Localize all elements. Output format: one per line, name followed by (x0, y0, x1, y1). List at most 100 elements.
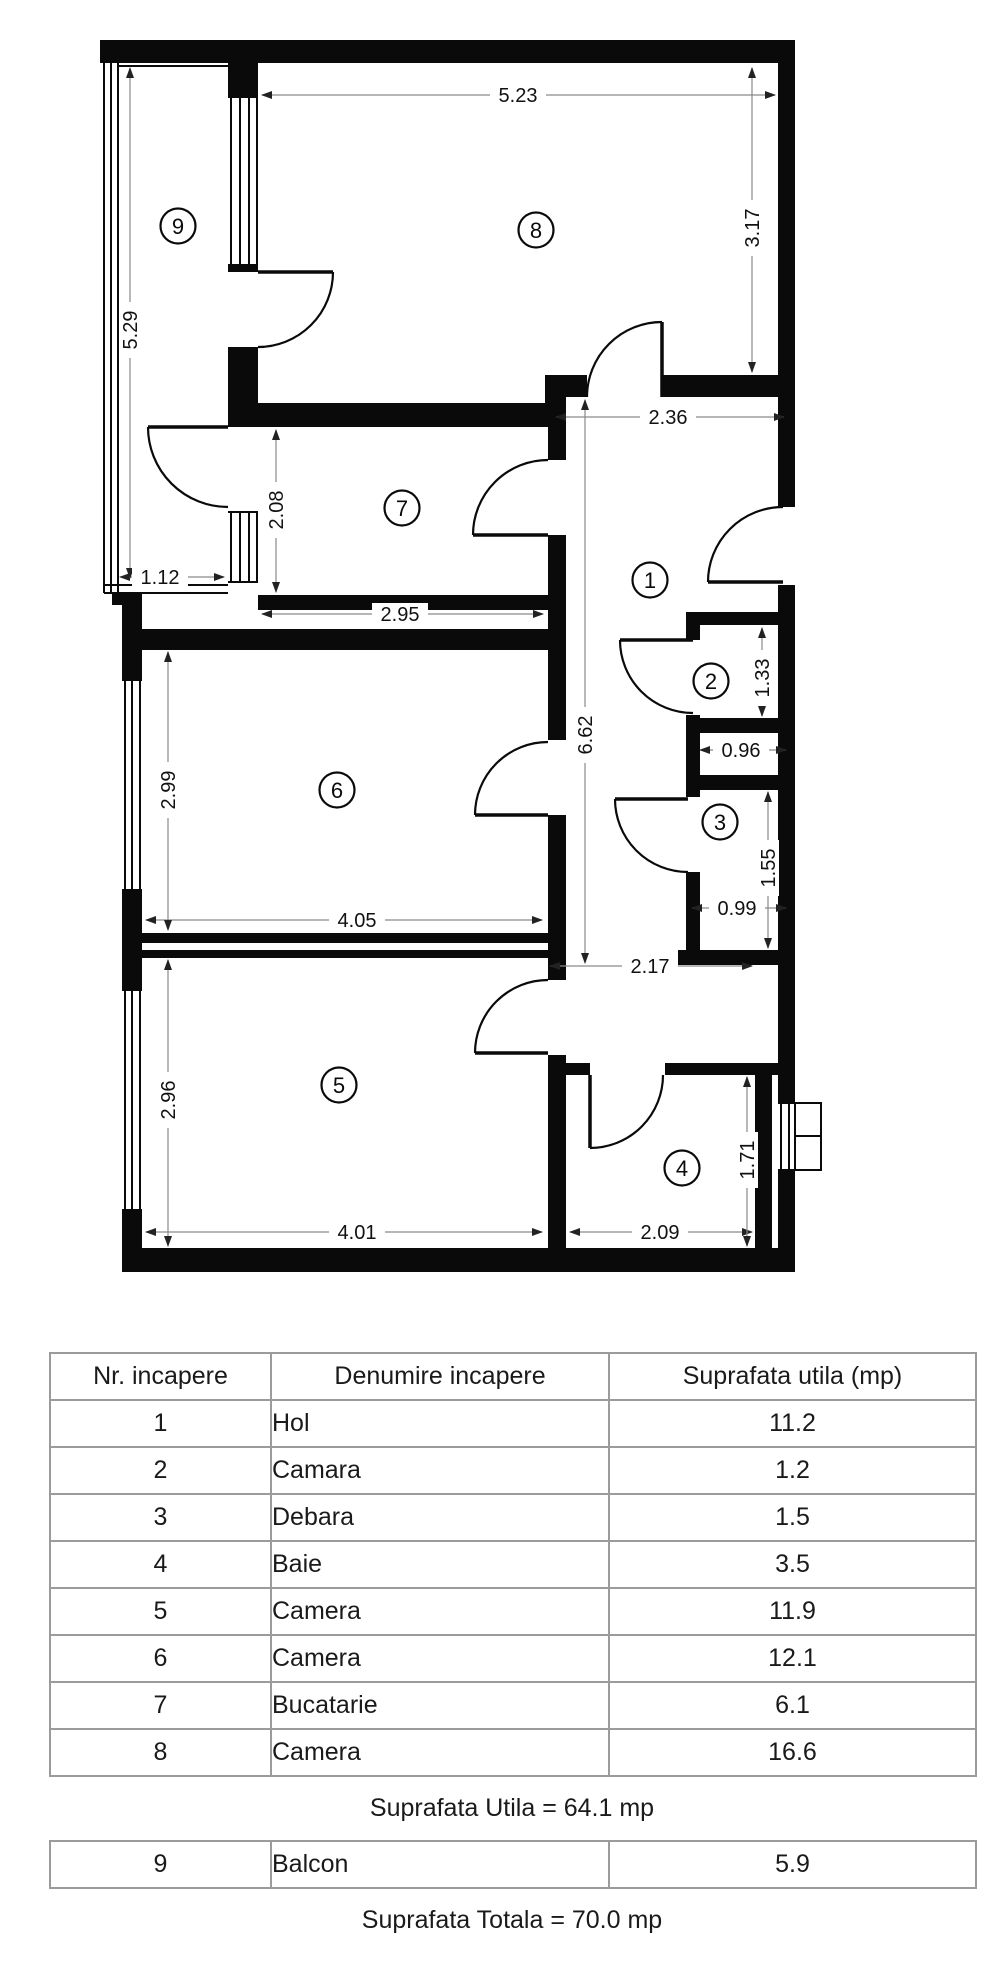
room-label-4: 4 (663, 1149, 701, 1187)
balcony-room7-window (228, 511, 258, 583)
svg-text:8: 8 (530, 218, 542, 243)
dim-room7-height: 2.08 (266, 491, 288, 530)
dim-room4-width: 2.09 (641, 1222, 680, 1244)
dim-room3-width: 0.99 (718, 898, 757, 920)
table-row: 6 Camera 12.1 (49, 1634, 977, 1683)
dim-room2-width: 0.96 (722, 740, 761, 762)
table-row: 5 Camera 11.9 (49, 1587, 977, 1636)
table-row: 4 Baie 3.5 (49, 1540, 977, 1589)
room-name: Balcon (270, 1840, 610, 1889)
door-hall-room4 (588, 1074, 665, 1150)
door-hall-room2 (618, 638, 694, 715)
dim-room3-height: 1.55 (758, 849, 780, 888)
room6-window (122, 679, 142, 891)
room-name: Camera (270, 1728, 610, 1777)
room-label-8: 8 (517, 211, 555, 249)
door-room7-balcony (146, 425, 229, 509)
table-row: 7 Bucatarie 6.1 (49, 1681, 977, 1730)
room-name: Baie (270, 1540, 610, 1589)
room-area: 1.5 (608, 1493, 977, 1542)
subtotal-label: Suprafata Utila = 64.1 mp (369, 1794, 655, 1822)
dim-room6-height: 2.99 (158, 771, 180, 810)
header-suprafata-utila: Suprafata utila (mp) (608, 1352, 977, 1401)
svg-text:7: 7 (396, 496, 408, 521)
dim-room8-height: 3.17 (742, 209, 764, 248)
room-nr: 5 (49, 1587, 272, 1636)
header-nr-incapere: Nr. incapere (49, 1352, 272, 1401)
areas-table-header-row: Nr. incapere Denumire incapere Suprafata… (49, 1352, 977, 1401)
area-tables-section: Nr. incapere Denumire incapere Suprafata… (49, 1352, 977, 1952)
door-hall-room7 (471, 458, 549, 537)
dim-hall-height: 6.62 (575, 716, 597, 755)
room-area: 3.5 (608, 1540, 977, 1589)
door-entrance (706, 505, 784, 584)
room-area: 11.2 (608, 1399, 977, 1448)
door-hall-room3 (613, 797, 689, 874)
svg-text:3: 3 (714, 810, 726, 835)
room-area: 11.9 (608, 1587, 977, 1636)
room-area: 1.2 (608, 1446, 977, 1495)
table-row: 8 Camera 16.6 (49, 1728, 977, 1777)
balcony-railing-window (103, 43, 228, 594)
room-nr: 2 (49, 1446, 272, 1495)
balcony-table: 9 Balcon 5.9 (49, 1840, 977, 1889)
dim-balcony-height: 5.29 (120, 311, 142, 350)
areas-table: Nr. incapere Denumire incapere Suprafata… (49, 1352, 977, 1777)
table-row: 3 Debara 1.5 (49, 1493, 977, 1542)
room-label-1: 1 (631, 561, 669, 599)
room5-window (122, 989, 142, 1211)
room4-window (778, 1102, 822, 1171)
room-name: Camera (270, 1587, 610, 1636)
room-name: Camara (270, 1446, 610, 1495)
dim-room5-width: 4.01 (338, 1222, 377, 1244)
table-row: 1 Hol 11.2 (49, 1399, 977, 1448)
room-label-2: 2 (692, 662, 730, 700)
door-hall-room5 (473, 978, 549, 1055)
dim-room7-width: 2.95 (381, 604, 420, 626)
room-area: 16.6 (608, 1728, 977, 1777)
svg-text:4: 4 (676, 1156, 688, 1181)
dim-room4-height: 1.71 (737, 1141, 759, 1180)
floor-plan: 5.23 2.36 2.95 1.12 0.96 0.99 4.05 2.17 … (100, 40, 822, 1272)
svg-text:5: 5 (333, 1073, 345, 1098)
dim-lower-hall-width: 2.17 (631, 956, 670, 978)
room-name: Bucatarie (270, 1681, 610, 1730)
dim-room8-width: 5.23 (499, 85, 538, 107)
table-row: 2 Camara 1.2 (49, 1446, 977, 1495)
svg-text:9: 9 (172, 214, 184, 239)
dimension-labels: 5.23 2.36 2.95 1.12 0.96 0.99 4.05 2.17 … (119, 84, 780, 1244)
door-room8-balcony (257, 270, 335, 349)
door-hall-room8 (585, 320, 664, 398)
room-nr: 8 (49, 1728, 272, 1777)
room-area: 5.9 (608, 1840, 977, 1889)
svg-text:6: 6 (331, 778, 343, 803)
header-denumire-incapere: Denumire incapere (270, 1352, 610, 1401)
walls (100, 40, 795, 1272)
room-nr: 6 (49, 1634, 272, 1683)
room-nr: 7 (49, 1681, 272, 1730)
room-area: 12.1 (608, 1634, 977, 1683)
room-name: Debara (270, 1493, 610, 1542)
room-label-3: 3 (701, 803, 739, 841)
dim-room5-height: 2.96 (158, 1081, 180, 1120)
dim-room2-height: 1.33 (752, 659, 774, 698)
door-hall-room6 (473, 740, 549, 817)
svg-text:2: 2 (705, 669, 717, 694)
dim-room6-width: 4.05 (338, 910, 377, 932)
room-nr: 3 (49, 1493, 272, 1542)
dim-hall-top-width: 2.36 (649, 407, 688, 429)
total-label: Suprafata Totala = 70.0 mp (361, 1906, 663, 1934)
room-name: Hol (270, 1399, 610, 1448)
room-area: 6.1 (608, 1681, 977, 1730)
room-labels: 1 2 3 4 5 6 7 8 9 (159, 207, 739, 1187)
room-name: Camera (270, 1634, 610, 1683)
room-label-9: 9 (159, 207, 197, 245)
room-nr: 1 (49, 1399, 272, 1448)
room-label-5: 5 (320, 1066, 358, 1104)
room-nr: 9 (49, 1840, 272, 1889)
room-nr: 4 (49, 1540, 272, 1589)
dim-balcony-width: 1.12 (141, 567, 180, 589)
table-row: 9 Balcon 5.9 (49, 1840, 977, 1889)
room-label-6: 6 (318, 771, 356, 809)
